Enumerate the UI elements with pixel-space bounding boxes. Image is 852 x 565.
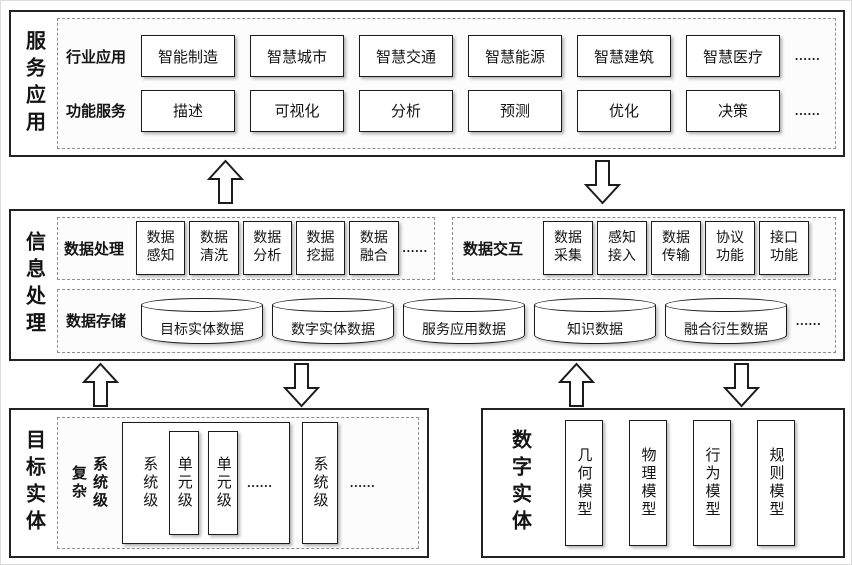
function-services-row: 功能服务 描述 可视化 分析 预测 优化 决策 ...... [66,89,827,132]
industry-apps-row: 行业应用 智能制造 智慧城市 智慧交通 智慧能源 智慧建筑 智慧医疗 .....… [66,35,827,78]
digital-layer-title: 数字实体 [483,410,557,556]
data-processing-box: 数据挖掘 [295,221,346,276]
function-service-box: 分析 [359,89,453,132]
industry-app-box: 智慧医疗 [686,35,780,78]
digital-entity-layer: 数字实体 几何模型 物理模型 行为模型 规则模型 [481,408,845,558]
function-service-box: 预测 [468,89,562,132]
data-interaction-box: 接口功能 [759,221,810,276]
model-label: 行为模型 [703,447,720,519]
data-interaction-label: 数据交互 [463,241,524,258]
cylinder-top [141,297,264,312]
up-arrow-icon [558,362,595,407]
model-label: 规则模型 [767,447,784,519]
service-application-layer: 服务应用 行业应用 智能制造 智慧城市 智慧交通 智慧能源 智慧建筑 智慧医疗 … [9,10,845,157]
data-interaction-box: 数据采集 [543,221,594,276]
cylinder-top [403,297,526,312]
down-arrow-icon [584,160,621,205]
target-layer-label: 目标实体 [22,429,45,537]
model-box: 行为模型 [693,420,731,546]
system-level-label: 系统级 [311,456,328,510]
up-arrow-icon [82,362,119,407]
industry-app-box: 智慧能源 [468,35,562,78]
ellipsis: ...... [795,48,821,64]
info-layer-label: 信息处理 [22,231,45,339]
database-label: 服务应用数据 [422,322,507,338]
ellipsis: ...... [402,240,428,256]
database-label: 目标实体数据 [160,322,245,338]
data-processing-group: 数据处理 数据感知 数据清洗 数据分析 数据挖掘 数据融合 ...... [57,217,435,280]
database-label: 数字实体数据 [291,322,376,338]
unit-level-label: 单元级 [214,456,231,510]
ellipsis: ...... [350,475,376,490]
data-processing-label: 数据处理 [64,241,125,258]
complex-label-col2: 系统级 [91,456,107,510]
up-arrow-icon [207,159,244,204]
unit-level-label: 单元级 [175,456,192,510]
function-service-box: 描述 [141,89,235,132]
system-level-group-box: 系统级 单元级 单元级 ...... [122,422,290,544]
ellipsis: ...... [796,312,822,328]
model-box: 几何模型 [565,420,603,546]
data-interaction-group: 数据交互 数据采集 感知接入 数据传输 协议功能 接口功能 [452,217,836,280]
data-storage-group: 数据存储 目标实体数据 数字实体数据 服务应用数据 [57,288,836,353]
service-layer-label: 服务应用 [22,29,45,138]
cylinder-top [534,297,657,312]
data-interaction-box: 感知接入 [597,221,648,276]
model-label: 几何模型 [575,447,592,519]
unit-level-box: 单元级 [208,431,239,535]
unit-level-box: 单元级 [169,431,200,535]
info-layer-title: 信息处理 [11,211,57,359]
database-label: 融合衍生数据 [684,322,769,338]
target-dashed-container: 复杂 系统级 系统级 单元级 单元级 ...... 系统级 ...... [57,417,419,549]
data-interaction-box: 数据传输 [651,221,702,276]
data-storage-label: 数据存储 [66,314,127,331]
database-cylinder: 融合衍生数据 [665,297,788,344]
complex-system-level-label: 复杂 系统级 [68,456,110,510]
service-layer-title: 服务应用 [11,12,57,155]
cylinder-top [665,297,788,312]
ellipsis: ...... [795,102,821,118]
database-cylinder: 知识数据 [534,297,657,344]
data-interaction-box: 协议功能 [705,221,756,276]
function-service-box: 可视化 [250,89,344,132]
down-arrow-icon [283,363,320,408]
function-service-box: 优化 [577,89,671,132]
function-service-box: 决策 [686,89,780,132]
target-entity-layer: 目标实体 复杂 系统级 系统级 单元级 单元级 ...... [9,408,429,558]
model-box: 物理模型 [629,420,667,546]
information-processing-layer: 信息处理 数据处理 数据感知 数据清洗 数据分析 数据挖掘 数据融合 .....… [9,209,845,361]
database-label: 知识数据 [567,322,624,338]
system-level-label: 系统级 [141,456,158,510]
data-processing-box: 数据感知 [136,221,186,276]
cylinder-top [272,297,395,312]
digital-layer-label: 数字实体 [508,429,531,537]
system-level-box: 系统级 [302,422,338,544]
down-arrow-icon [723,363,760,408]
service-dashed-container: 行业应用 智能制造 智慧城市 智慧交通 智慧能源 智慧建筑 智慧医疗 .....… [57,18,836,149]
database-cylinder: 目标实体数据 [141,297,264,344]
database-cylinder: 服务应用数据 [403,297,526,344]
industry-app-box: 智慧建筑 [577,35,671,78]
data-processing-box: 数据清洗 [189,221,239,276]
target-layer-title: 目标实体 [11,410,57,556]
database-cylinder: 数字实体数据 [272,297,395,344]
ellipsis: ...... [247,475,273,490]
data-processing-box: 数据融合 [349,221,399,276]
industry-app-box: 智慧交通 [359,35,453,78]
data-processing-box: 数据分析 [242,221,292,276]
industry-app-box: 智能制造 [141,35,235,78]
complex-label-col1: 复杂 [70,465,86,501]
industry-app-box: 智慧城市 [250,35,344,78]
function-services-label: 功能服务 [66,104,127,121]
model-label: 物理模型 [639,447,656,519]
industry-apps-label: 行业应用 [66,49,127,66]
model-box: 规则模型 [757,420,795,546]
